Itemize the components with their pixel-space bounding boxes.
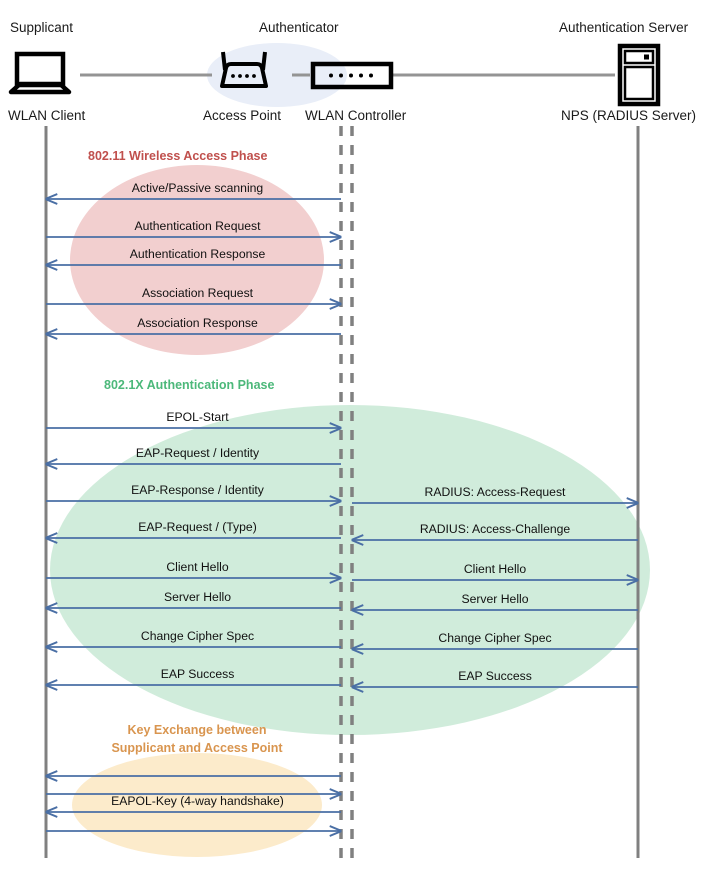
- message-label: EAP-Request / Identity: [135, 446, 260, 460]
- message-label: Change Cipher Spec: [438, 631, 552, 645]
- server-rack-icon: [617, 43, 661, 107]
- phase-title-dot1x-authentication: 802.1X Authentication Phase: [104, 378, 275, 392]
- actor-role-authenticator: Authenticator: [259, 20, 339, 35]
- message-label: Server Hello: [163, 590, 232, 604]
- message-label: EAPOL-Key (4-way handshake): [111, 794, 284, 808]
- actor-device-wlan-controller: WLAN Controller: [305, 108, 407, 123]
- message-label: Authentication Request: [134, 219, 261, 233]
- actor-role-supplicant: Supplicant: [10, 20, 74, 35]
- message-label: Authentication Response: [129, 247, 266, 261]
- message-label: EAP-Request / (Type): [138, 520, 257, 534]
- access-point-icon: [220, 51, 268, 88]
- laptop-icon: [8, 51, 72, 95]
- actor-role-authentication-server: Authentication Server: [559, 20, 689, 35]
- phase-title-key-exchange-line2: Supplicant and Access Point: [111, 741, 283, 755]
- message-label: Association Request: [141, 286, 254, 300]
- message-label: EAP Success: [160, 667, 235, 681]
- message-label: Client Hello: [463, 562, 527, 576]
- phase-title-wireless-access: 802.11 Wireless Access Phase: [88, 149, 268, 163]
- actor-device-access-point: Access Point: [203, 108, 282, 123]
- message-label: RADIUS: Access-Request: [424, 485, 566, 499]
- message-label: EAP Success: [458, 669, 532, 683]
- wlan-controller-icon: [310, 61, 394, 90]
- message-label: Server Hello: [461, 592, 529, 606]
- phase-ellipse-dot1x: [50, 405, 650, 735]
- message-label: RADIUS: Access-Challenge: [419, 522, 571, 536]
- message-label: EPOL-Start: [166, 410, 229, 424]
- message-arrow-layer: [46, 199, 638, 831]
- message-label: Client Hello: [166, 560, 229, 574]
- message-label: Association Response: [137, 316, 258, 330]
- authenticator-group-ellipse: [207, 43, 347, 107]
- actor-device-wlan-client: WLAN Client: [8, 108, 86, 123]
- message-label: EAP-Response / Identity: [131, 483, 264, 497]
- phase-ellipse-wireless-access: [70, 165, 324, 355]
- phase-title-key-exchange: Key Exchange between Supplicant and Acce…: [97, 721, 297, 757]
- message-label: Change Cipher Spec: [140, 629, 255, 643]
- actor-device-nps-radius-server: NPS (RADIUS Server): [561, 108, 697, 123]
- message-label: Active/Passive scanning: [131, 181, 264, 195]
- phase-title-key-exchange-line1: Key Exchange between: [127, 723, 267, 737]
